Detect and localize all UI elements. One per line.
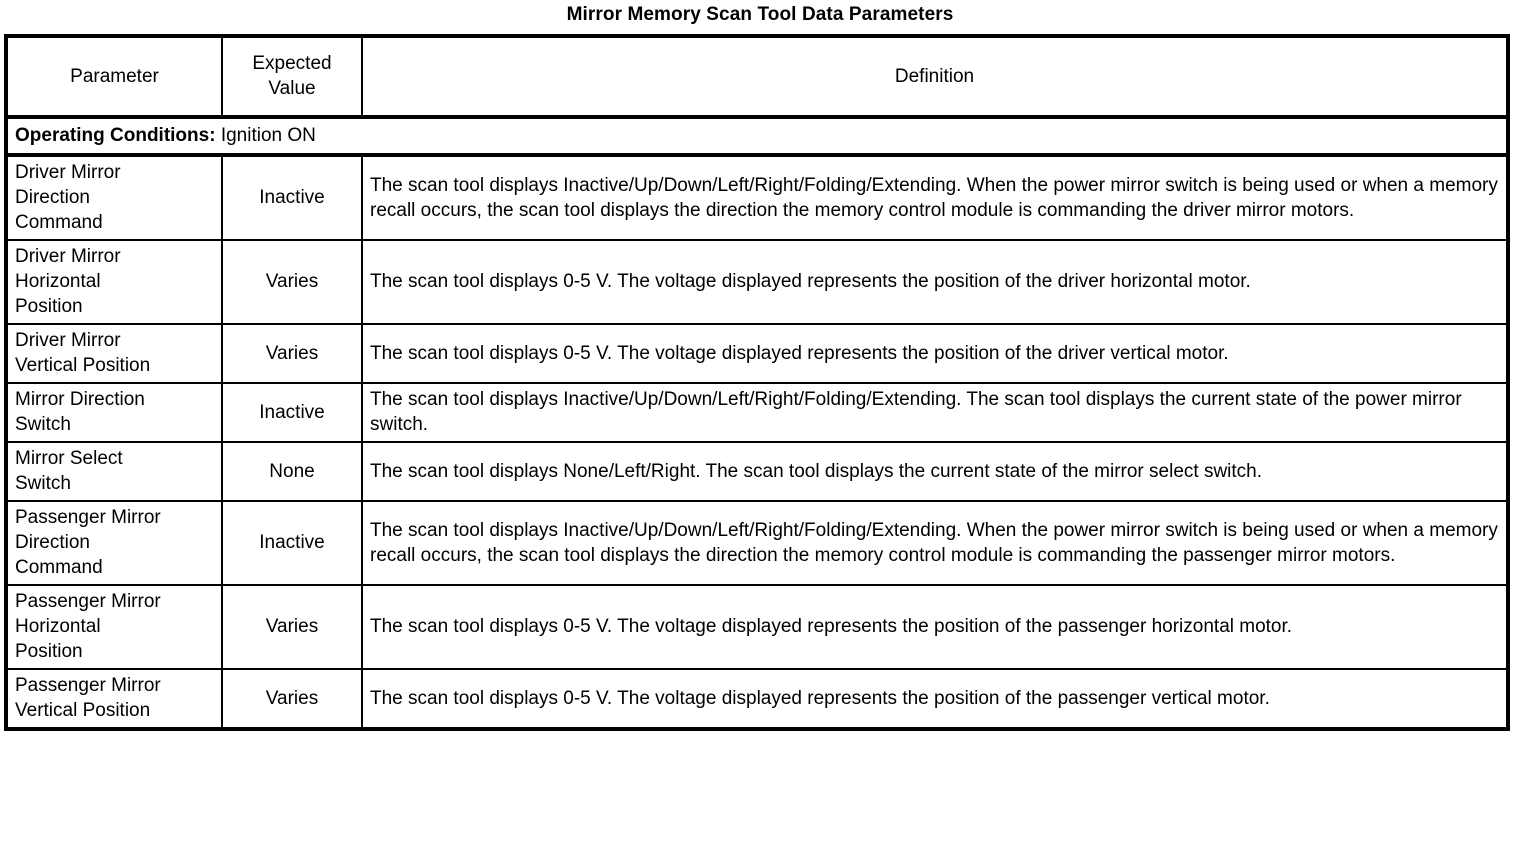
- expected-value: Varies: [221, 668, 363, 730]
- table-row: Passenger Mirror Vertical Position Varie…: [5, 668, 1509, 730]
- parameter-name-line: Passenger Mirror: [15, 507, 161, 528]
- parameter-name-line: Switch: [15, 473, 71, 494]
- definition-text: The scan tool displays Inactive/Up/Down/…: [361, 154, 1509, 241]
- parameter-name-line: Command: [15, 212, 103, 233]
- parameter-name-line: Direction: [15, 532, 90, 553]
- parameter-name: Driver Mirror Vertical Position: [5, 323, 223, 384]
- parameter-name: Passenger Mirror Horizontal Position: [5, 584, 223, 670]
- column-header-expected-value-line2: Value: [268, 78, 316, 99]
- parameter-name-line: Position: [15, 641, 83, 662]
- expected-value: Inactive: [221, 500, 363, 586]
- parameter-name-line: Horizontal: [15, 616, 101, 637]
- parameter-name: Mirror Direction Switch: [5, 382, 223, 443]
- table-body: Operating Conditions: Ignition ON Driver…: [5, 115, 1509, 730]
- parameter-name-line: Mirror Direction: [15, 389, 145, 410]
- column-header-expected-value-line1: Expected: [252, 53, 332, 74]
- parameter-name-line: Mirror Select: [15, 448, 123, 469]
- definition-text: The scan tool displays Inactive/Up/Down/…: [361, 382, 1509, 443]
- parameter-name-line: Passenger Mirror: [15, 591, 161, 612]
- column-header-definition: Definition: [361, 35, 1509, 118]
- expected-value: Inactive: [221, 154, 363, 241]
- definition-text: The scan tool displays 0-5 V. The voltag…: [361, 323, 1509, 384]
- parameter-name-line: Vertical Position: [15, 700, 151, 721]
- operating-conditions-label: Operating Conditions:: [15, 125, 216, 146]
- scan-tool-parameters-table: Parameter Expected Value Definition Oper…: [4, 34, 1510, 731]
- parameter-name-line: Vertical Position: [15, 355, 151, 376]
- parameter-name-line: Direction: [15, 187, 90, 208]
- expected-value: Varies: [221, 239, 363, 325]
- parameter-name-line: Driver Mirror: [15, 162, 121, 183]
- column-header-expected-value: Expected Value: [221, 35, 363, 118]
- parameter-name: Mirror Select Switch: [5, 441, 223, 502]
- header-row: Parameter Expected Value Definition: [5, 35, 1509, 118]
- page-title: Mirror Memory Scan Tool Data Parameters: [566, 4, 954, 25]
- expected-value: Inactive: [221, 382, 363, 443]
- parameter-name-line: Switch: [15, 414, 71, 435]
- definition-text: The scan tool displays 0-5 V. The voltag…: [361, 239, 1509, 325]
- parameter-name-line: Position: [15, 296, 83, 317]
- table-header: Parameter Expected Value Definition: [5, 35, 1509, 118]
- definition-text: The scan tool displays 0-5 V. The voltag…: [361, 584, 1509, 670]
- definition-text: The scan tool displays None/Left/Right. …: [361, 441, 1509, 502]
- table-row: Mirror Direction Switch Inactive The sca…: [5, 382, 1509, 443]
- table-row: Mirror Select Switch None The scan tool …: [5, 441, 1509, 502]
- parameter-name-line: Horizontal: [15, 271, 101, 292]
- table-row: Driver Mirror Vertical Position Varies T…: [5, 323, 1509, 384]
- expected-value: None: [221, 441, 363, 502]
- parameter-name-line: Passenger Mirror: [15, 675, 161, 696]
- parameter-name-line: Command: [15, 557, 103, 578]
- table-row: Passenger Mirror Direction Command Inact…: [5, 500, 1509, 586]
- table-row: Driver Mirror Direction Command Inactive…: [5, 154, 1509, 241]
- definition-text: The scan tool displays 0-5 V. The voltag…: [361, 668, 1509, 730]
- table-row: Driver Mirror Horizontal Position Varies…: [5, 239, 1509, 325]
- operating-conditions-row: Operating Conditions: Ignition ON: [5, 115, 1509, 157]
- parameter-name: Passenger Mirror Direction Command: [5, 500, 223, 586]
- expected-value: Varies: [221, 323, 363, 384]
- definition-text: The scan tool displays Inactive/Up/Down/…: [361, 500, 1509, 586]
- operating-conditions-value: Ignition ON: [215, 125, 316, 146]
- operating-conditions-cell: Operating Conditions: Ignition ON: [5, 115, 1509, 157]
- parameter-name: Driver Mirror Horizontal Position: [5, 239, 223, 325]
- parameter-name-line: Driver Mirror: [15, 246, 121, 267]
- table-row: Passenger Mirror Horizontal Position Var…: [5, 584, 1509, 670]
- parameter-name-line: Driver Mirror: [15, 330, 121, 351]
- expected-value: Varies: [221, 584, 363, 670]
- parameter-name: Passenger Mirror Vertical Position: [5, 668, 223, 730]
- parameter-name: Driver Mirror Direction Command: [5, 154, 223, 241]
- column-header-parameter: Parameter: [5, 35, 223, 118]
